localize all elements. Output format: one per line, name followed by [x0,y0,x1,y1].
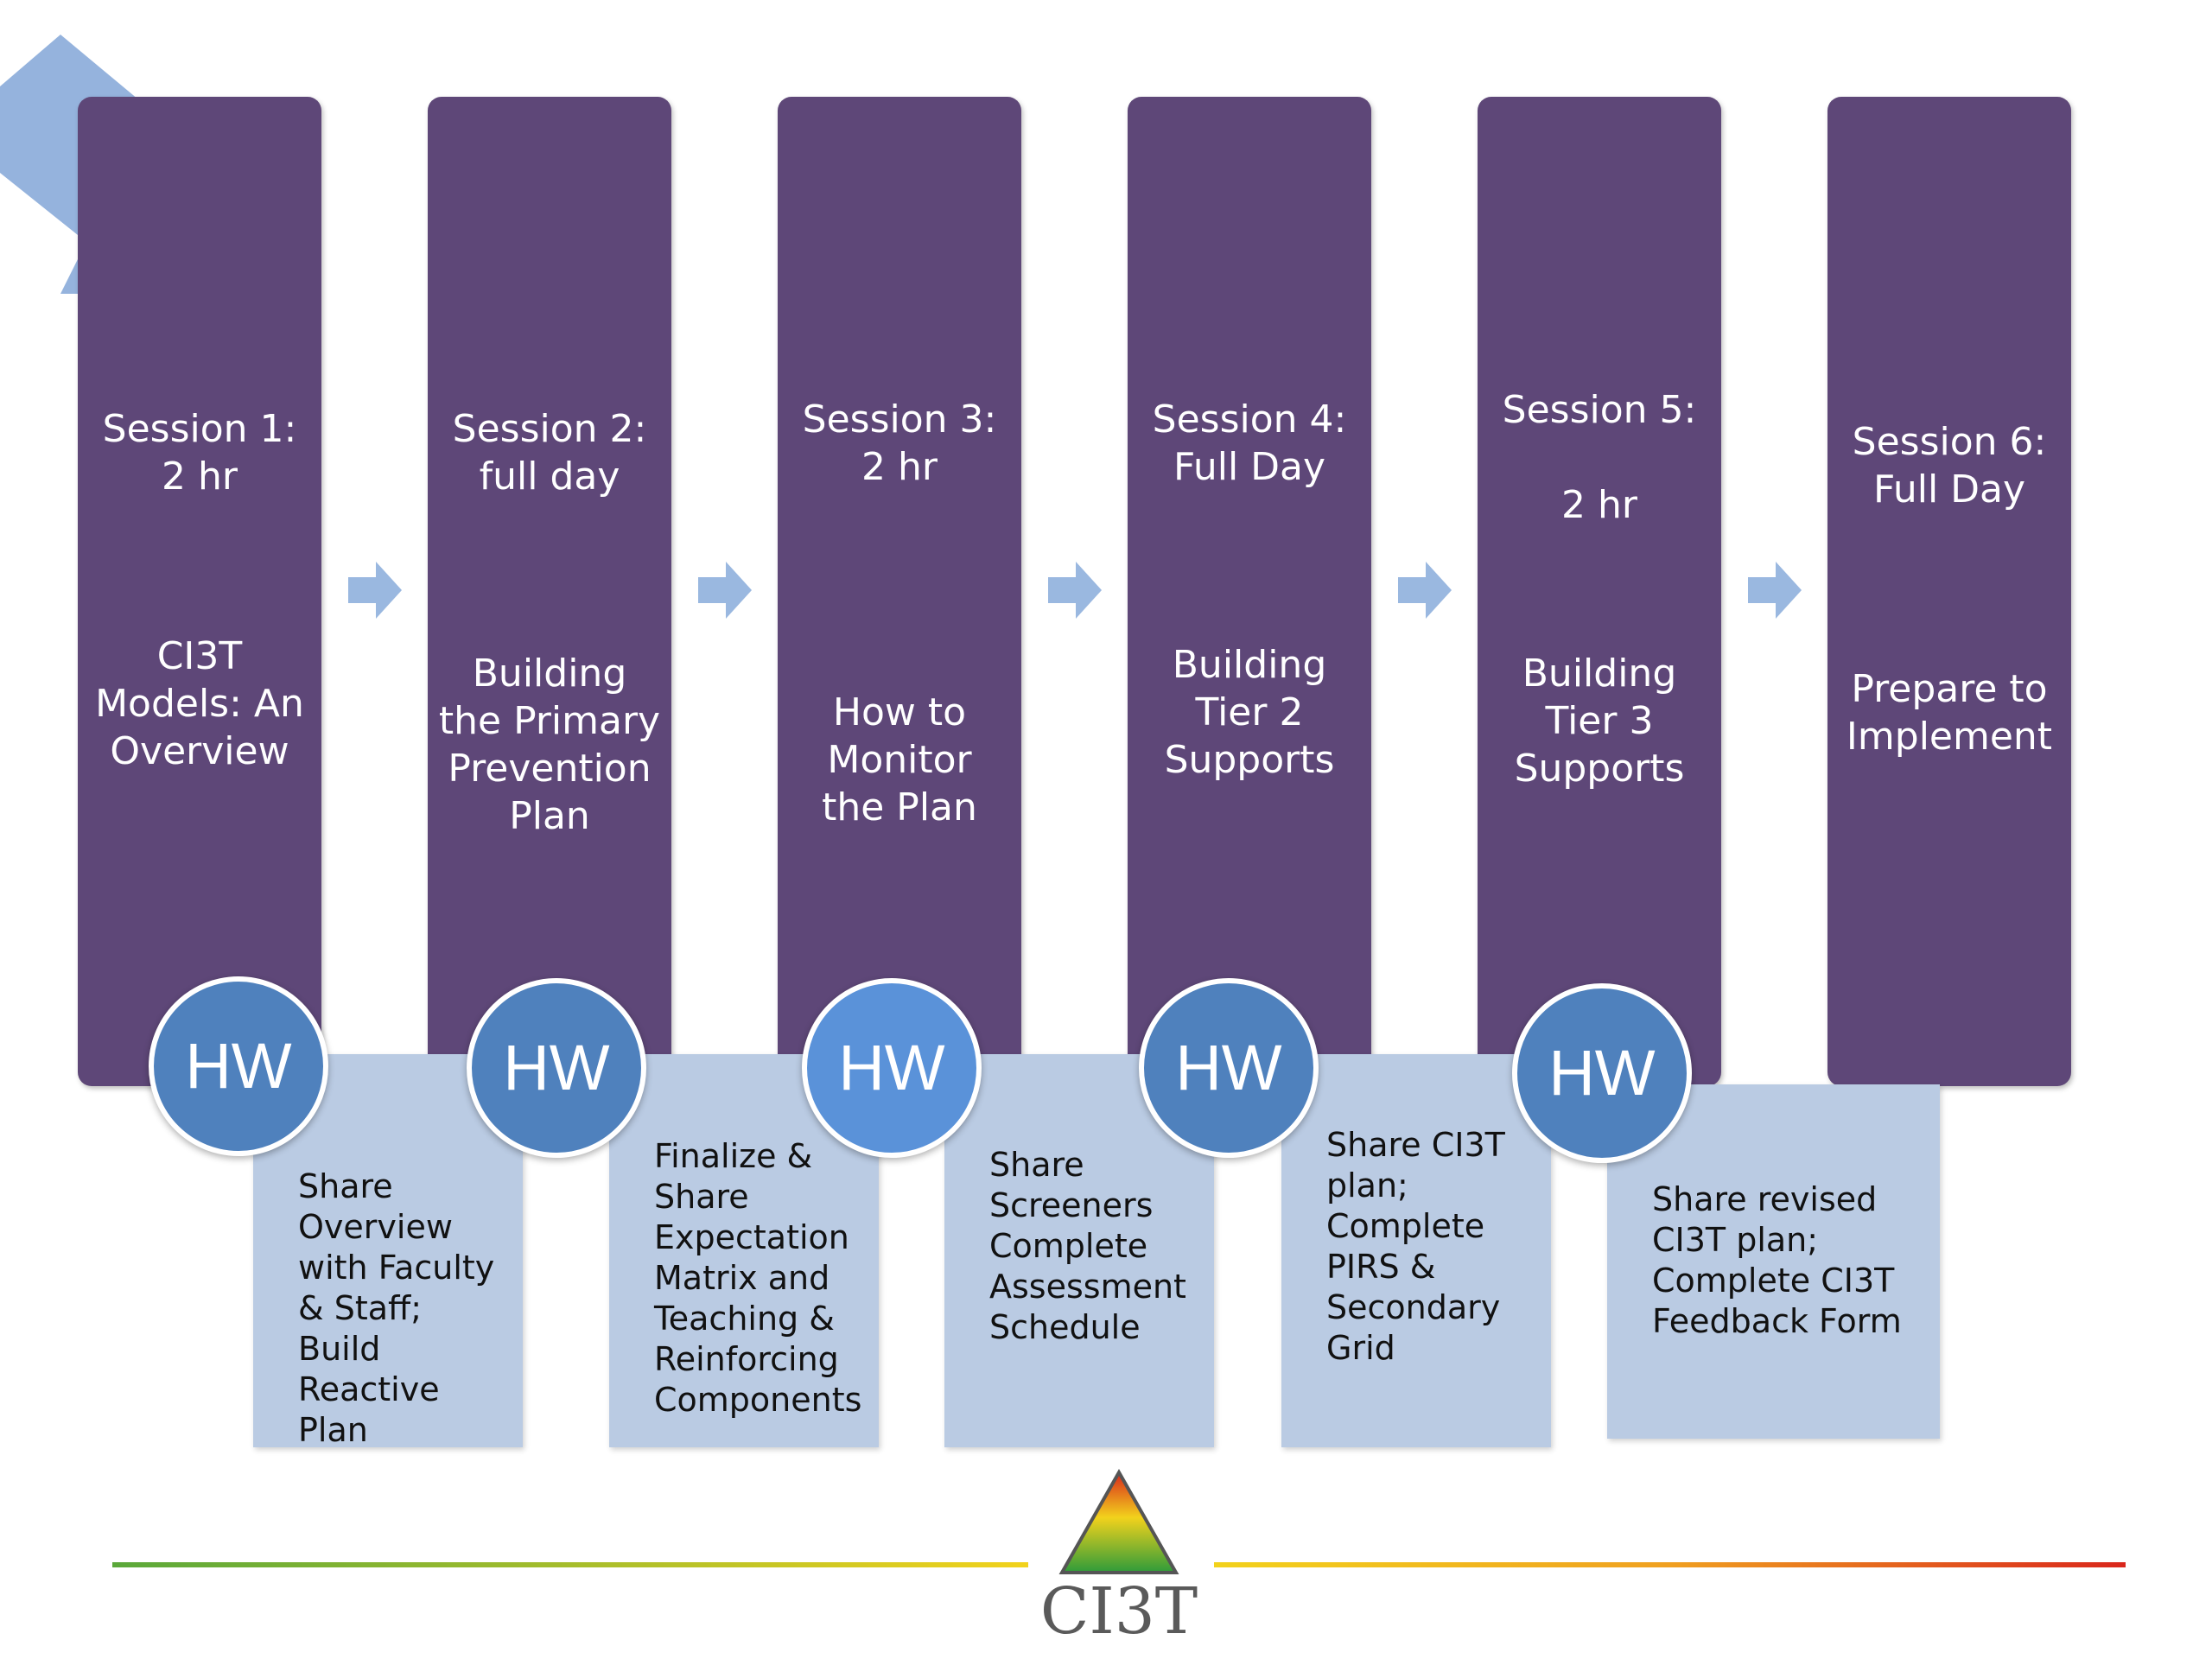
hw-badge: HW [802,978,982,1158]
session-3-title: How to Monitor the Plan [822,690,977,830]
session-5-header: Session 5: 2 hr [1502,388,1697,527]
session-5-block: Session 5: 2 hr Building Tier 3 Supports [1478,97,1721,1086]
homework-4-note: Share CI3T plan; Complete PIRS & Seconda… [1281,1054,1551,1447]
hw-badge: HW [1512,983,1692,1163]
ci3t-triangle-logo-icon [1058,1469,1179,1574]
flow-arrow-icon [1048,562,1102,619]
flow-arrow-icon [1748,562,1802,619]
homework-5-note: Share revised CI3T plan; Complete CI3T F… [1607,1084,1940,1439]
gradient-rule-right [1214,1562,2126,1567]
session-3-header: Session 3: 2 hr [802,397,997,489]
hw-badge: HW [467,978,646,1158]
session-1-title: CI3T Models: An Overview [95,634,304,773]
session-4-title: Building Tier 2 Supports [1164,643,1335,782]
flow-arrow-icon [1398,562,1452,619]
session-2-block: Session 2: full day Building the Primary… [428,97,671,1086]
session-1-block: Session 1: 2 hr CI3T Models: An Overview [78,97,321,1086]
hw-badge: HW [149,976,328,1156]
session-6-block: Session 6: Full Day Prepare to Implement [1827,97,2071,1086]
flow-arrow-icon [698,562,752,619]
session-4-header: Session 4: Full Day [1152,397,1347,489]
session-6-header: Session 6: Full Day [1852,420,2047,512]
session-3-block: Session 3: 2 hr How to Monitor the Plan [778,97,1021,1086]
flow-arrow-icon [348,562,402,619]
ci3t-logo-text: CI3T [1039,1574,1198,1649]
session-1-header: Session 1: 2 hr [102,407,297,499]
gradient-rule-left [112,1562,1028,1567]
session-4-block: Session 4: Full Day Building Tier 2 Supp… [1128,97,1371,1086]
session-6-title: Prepare to Implement [1846,667,2053,759]
session-2-header: Session 2: full day [452,407,647,499]
session-5-title: Building Tier 3 Supports [1514,652,1685,791]
hw-badge: HW [1139,978,1319,1158]
session-2-title: Building the Primary Prevention Plan [438,652,661,838]
